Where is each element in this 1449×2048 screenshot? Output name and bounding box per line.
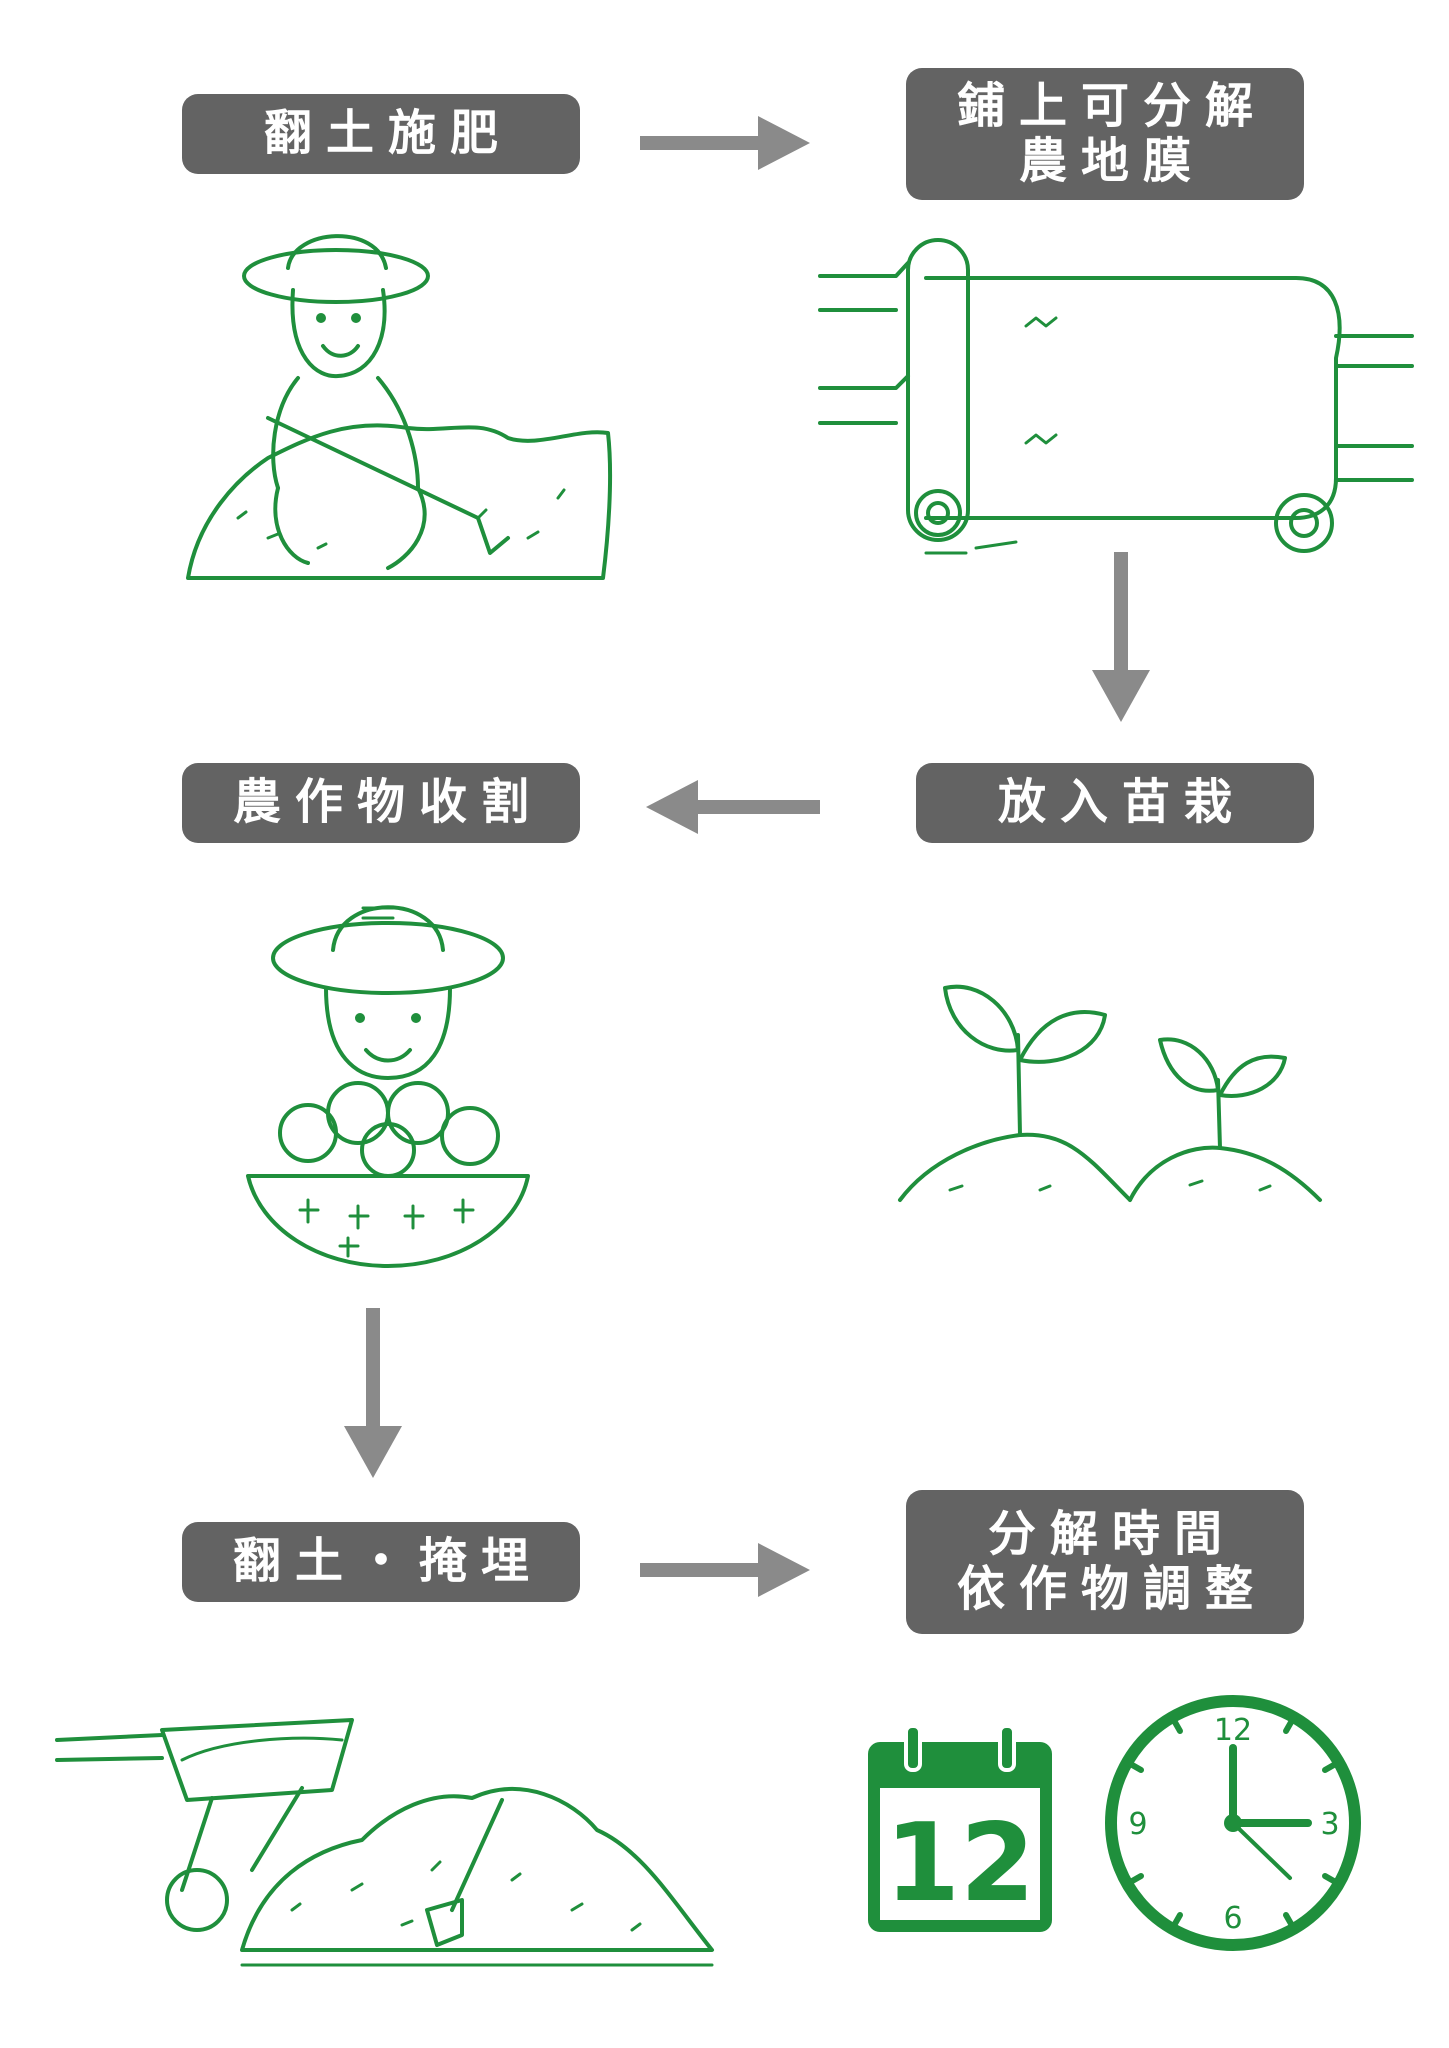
- arrow-right-icon: [640, 1543, 810, 1597]
- step-label-text: 翻土施肥: [263, 105, 512, 162]
- step-label-text: 分解時間: [987, 1505, 1236, 1562]
- step-label-lay-biodegradable-film: 鋪上可分解 農地膜: [906, 68, 1304, 200]
- step-label-till-bury: 翻土・掩埋: [182, 1522, 580, 1602]
- harvest-farmer-illustration: [246, 905, 530, 1268]
- step-label-till-fertilize: 翻土施肥: [182, 94, 580, 174]
- step-label-plant-seedlings: 放入苗栽: [916, 763, 1314, 843]
- arrow-down-icon: [344, 1308, 402, 1478]
- step-label-text: 農作物收割: [232, 774, 543, 831]
- step-label-text: 依作物調整: [956, 1561, 1267, 1617]
- laying-film-illustration: [818, 238, 1414, 555]
- step-label-text: 放入苗栽: [997, 774, 1246, 831]
- farmer-tilling-illustration: [186, 234, 613, 580]
- step-label-decompose-time: 分解時間 依作物調整: [906, 1490, 1304, 1634]
- clock-numeral-6: 6: [1223, 1901, 1242, 1936]
- arrow-left-icon: [646, 780, 820, 834]
- arrow-down-icon: [1092, 552, 1150, 722]
- calendar-day-text: 12: [885, 1801, 1035, 1926]
- calendar-icon: 12: [868, 1724, 1052, 1932]
- clock-numeral-9: 9: [1128, 1807, 1147, 1842]
- seedlings-illustration: [898, 984, 1322, 1202]
- arrow-right-icon: [640, 116, 810, 170]
- step-label-text: 鋪上可分解: [956, 77, 1267, 134]
- step-label-harvest-crops: 農作物收割: [182, 763, 580, 843]
- clock-numeral-3: 3: [1320, 1807, 1339, 1842]
- step-label-text: 翻土・掩埋: [232, 1533, 543, 1590]
- step-label-text: 農地膜: [1018, 133, 1205, 189]
- wheelbarrow-soil-illustration: [55, 1718, 714, 1967]
- clock-icon: 12 3 6 9: [1105, 1695, 1361, 1951]
- clock-numeral-12: 12: [1214, 1713, 1252, 1748]
